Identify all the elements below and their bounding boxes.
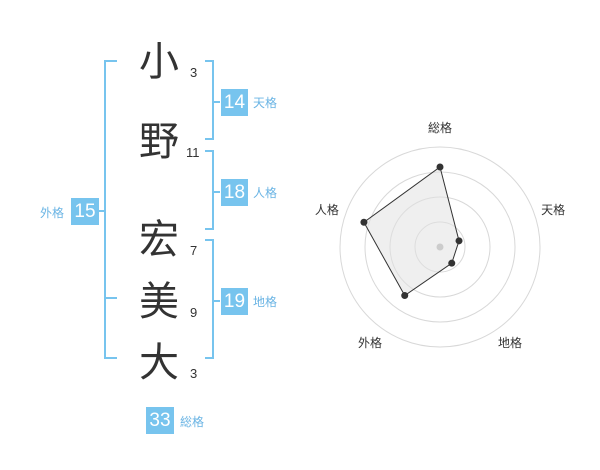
radar-center-dot [436, 243, 444, 251]
jinkaku-bracket [205, 150, 214, 230]
radar-axis-label-2: 天格 [541, 203, 566, 218]
name-char-3: 宏 [139, 217, 179, 263]
radar-axis-label-5: 人格 [314, 203, 339, 218]
stroke-count-4: 9 [190, 305, 198, 320]
tenkaku-bracket [205, 60, 214, 140]
jinkaku-label: 人格 [253, 186, 278, 200]
radar-point-1 [436, 163, 444, 171]
chikaku-value-badge: 19 [221, 288, 248, 315]
name-char-1: 小 [139, 39, 179, 85]
soukaku-label: 総格 [180, 415, 205, 429]
radar-ring [339, 146, 541, 348]
stroke-count-1: 3 [190, 65, 198, 80]
stroke-count-5: 3 [190, 366, 198, 381]
radar-axis-label-4: 外格 [358, 336, 383, 351]
gaikaku-bracket [104, 60, 117, 359]
gaikaku-label: 外格 [40, 206, 65, 220]
radar-point-2 [455, 237, 463, 245]
name-char-4: 美 [139, 279, 179, 325]
name-char-2: 野 [139, 119, 179, 165]
name-char-5: 大 [139, 340, 179, 386]
soukaku-value-badge: 33 [146, 407, 174, 434]
chikaku-bracket [205, 239, 214, 359]
radar-axis-label-3: 地格 [497, 336, 522, 351]
stroke-count-2: 11 [186, 145, 200, 160]
gaikaku-value-badge: 15 [71, 198, 99, 225]
tenkaku-value-badge: 14 [221, 89, 248, 116]
radar-area [363, 166, 460, 297]
radar-point-3 [448, 259, 456, 267]
jinkaku-value-badge: 18 [221, 179, 248, 206]
chikaku-label: 地格 [253, 295, 278, 309]
tenkaku-label: 天格 [253, 96, 278, 110]
stroke-count-3: 7 [190, 243, 198, 258]
radar-point-5 [360, 218, 368, 226]
radar-axis-label-1: 総格 [428, 121, 453, 135]
radar-point-4 [401, 292, 409, 300]
